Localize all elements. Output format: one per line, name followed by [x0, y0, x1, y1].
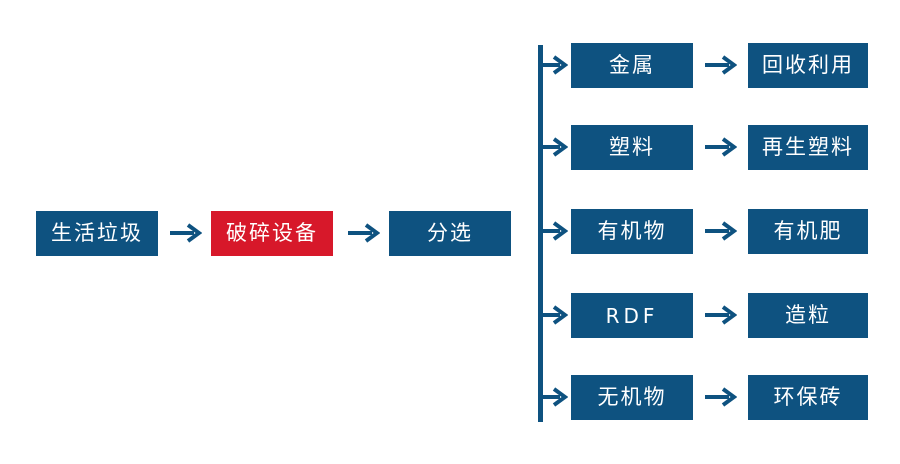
- node-label: 破碎设备: [226, 221, 318, 245]
- node-material-metal[interactable]: 金属: [571, 43, 693, 88]
- node-label: 有机物: [597, 219, 667, 243]
- arrow-rdf-to-pelletizing: [703, 303, 737, 327]
- arrow-plastic-to-recycled-plastic: [703, 135, 737, 159]
- node-label: 无机物: [597, 385, 667, 409]
- node-label: 分选: [427, 221, 473, 245]
- node-label: 生活垃圾: [51, 221, 143, 245]
- arrow-waste-to-crusher: [168, 221, 202, 245]
- node-product-organic-fertilizer[interactable]: 有机肥: [748, 209, 868, 254]
- arrow-inorganic-to-eco-brick: [703, 385, 737, 409]
- branch-arrow-2: [540, 135, 568, 159]
- node-material-organic[interactable]: 有机物: [571, 209, 693, 254]
- node-label: 金属: [609, 53, 655, 77]
- node-label: 有机肥: [773, 219, 843, 243]
- node-sorting[interactable]: 分选: [389, 211, 511, 256]
- branch-arrow-3: [540, 219, 568, 243]
- arrow-crusher-to-sorting: [346, 221, 380, 245]
- node-domestic-waste[interactable]: 生活垃圾: [36, 211, 158, 256]
- node-crushing-equipment[interactable]: 破碎设备: [211, 211, 333, 256]
- node-product-recycled-plastic[interactable]: 再生塑料: [748, 125, 868, 170]
- branch-arrow-4: [540, 303, 568, 327]
- node-label: 造粒: [785, 303, 831, 327]
- arrow-organic-to-fertilizer: [703, 219, 737, 243]
- branch-trunk-line: [538, 45, 543, 422]
- node-product-eco-brick[interactable]: 环保砖: [748, 375, 868, 420]
- node-material-plastic[interactable]: 塑料: [571, 125, 693, 170]
- node-label: 再生塑料: [762, 135, 854, 159]
- arrow-metal-to-recycle: [703, 53, 737, 77]
- branch-arrow-1: [540, 53, 568, 77]
- node-label: 环保砖: [773, 385, 843, 409]
- node-label: 回收利用: [762, 53, 854, 77]
- node-label: RDF: [605, 303, 659, 328]
- branch-arrow-5: [540, 385, 568, 409]
- node-label: 塑料: [609, 135, 655, 159]
- node-product-pelletizing[interactable]: 造粒: [748, 293, 868, 338]
- node-material-rdf[interactable]: RDF: [571, 293, 693, 338]
- node-material-inorganic[interactable]: 无机物: [571, 375, 693, 420]
- node-product-recycling[interactable]: 回收利用: [748, 43, 868, 88]
